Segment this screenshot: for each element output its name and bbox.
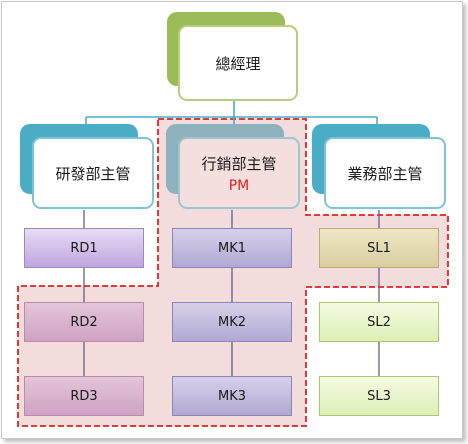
rd1-box[interactable]: RD1 [24, 228, 144, 268]
sl3-box[interactable]: SL3 [319, 376, 439, 416]
sl2-label: SL2 [367, 314, 391, 330]
rd-head-box[interactable]: 研發部主管 [32, 137, 154, 209]
sl2-box[interactable]: SL2 [319, 302, 439, 342]
sl-head-label: 業務部主管 [347, 164, 423, 183]
mk2-label: MK2 [217, 314, 246, 330]
sl3-label: SL3 [367, 388, 391, 404]
rd3-box[interactable]: RD3 [24, 376, 144, 416]
mk-head-label: 行銷部主管 [201, 154, 277, 173]
sl1-box[interactable]: SL1 [319, 228, 439, 268]
mk-head-box[interactable]: 行銷部主管 PM [178, 137, 300, 209]
general-manager-label: 總經理 [215, 54, 261, 73]
rd1-label: RD1 [70, 240, 98, 256]
mk-head-pm-label: PM [228, 177, 250, 194]
sl-head-box[interactable]: 業務部主管 [324, 137, 446, 209]
rd2-label: RD2 [70, 314, 98, 330]
mk3-box[interactable]: MK3 [172, 376, 292, 416]
general-manager-box[interactable]: 總經理 [178, 25, 298, 101]
rd2-box[interactable]: RD2 [24, 302, 144, 342]
sl1-label: SL1 [367, 240, 391, 256]
mk2-box[interactable]: MK2 [172, 302, 292, 342]
mk1-box[interactable]: MK1 [172, 228, 292, 268]
mk3-label: MK3 [217, 388, 246, 404]
rd3-label: RD3 [70, 388, 98, 404]
highlight-region [17, 118, 449, 427]
mk1-label: MK1 [217, 240, 246, 256]
rd-head-label: 研發部主管 [55, 164, 131, 183]
